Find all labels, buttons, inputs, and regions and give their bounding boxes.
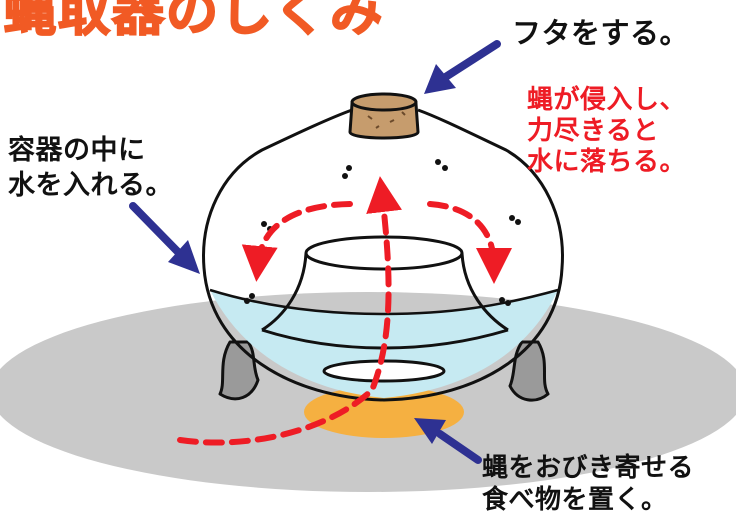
jar-foot-left	[218, 340, 260, 401]
bait-label-line: 食べ物を置く。	[482, 485, 668, 515]
cork-top	[350, 92, 418, 112]
funnel-body	[261, 252, 509, 332]
bait-label: 蝿をおびき寄せる 食べ物を置く。	[482, 452, 694, 516]
water-label-line: 水を入れる。	[8, 170, 173, 201]
fly-icon	[509, 215, 521, 225]
water-label: 容器の中に 水を入れる。	[8, 133, 173, 203]
funnel-bottom-opening	[322, 359, 446, 383]
bait-label-line: 蝿をおびき寄せる	[482, 453, 695, 483]
fly-icon	[435, 159, 448, 171]
arrow-icon	[414, 418, 482, 464]
diagram-title: 蝿取器のしくみ	[3, 0, 385, 44]
lid-label: フタをする。	[512, 16, 690, 50]
cork-texture	[367, 111, 406, 129]
fly-icon	[244, 293, 255, 304]
water-label-line: 容器の中に	[8, 135, 146, 166]
arrow-icon	[424, 40, 501, 94]
jar-glass	[202, 108, 564, 402]
flight-path-left-drop	[241, 201, 353, 282]
fly-drowning-label-line: 力尽きると	[527, 116, 659, 146]
fly-drowning-label: 蝿が侵入し、 力尽きると 水に落ちる。	[527, 85, 686, 178]
fly-icon	[342, 165, 352, 179]
flight-path-entry	[177, 176, 402, 446]
fly-drowning-label-line: 蝿が侵入し、	[527, 85, 687, 115]
flight-path-right-drop	[427, 201, 512, 284]
fly-icon	[499, 297, 511, 306]
arrow-icon	[129, 202, 200, 274]
fly-drowning-label-line: 水に落ちる。	[527, 147, 687, 177]
